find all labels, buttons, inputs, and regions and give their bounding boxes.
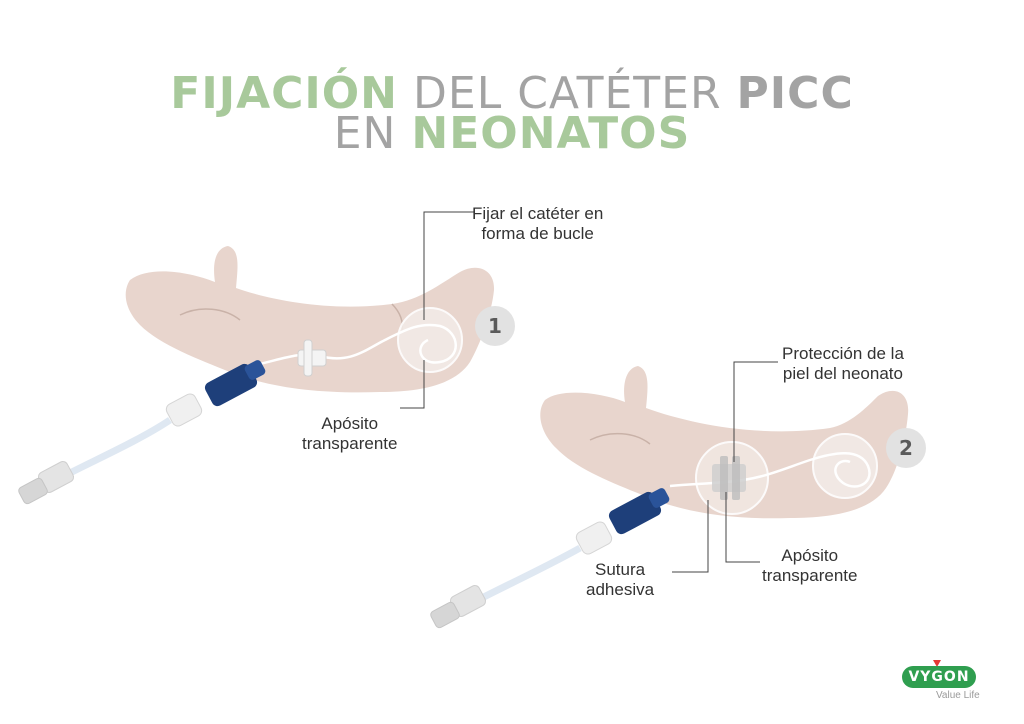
title-word-neonatos: NEONATOS <box>411 108 691 159</box>
title-line-2: EN NEONATOS <box>0 112 1024 156</box>
label-skin-line-1: Protección de la <box>782 344 904 363</box>
title-word-fijacion: FIJACIÓN <box>170 68 399 119</box>
label-loop-fixation: Fijar el catéter en forma de bucle <box>472 204 603 244</box>
label-loop-line-1: Fijar el catéter en <box>472 204 604 223</box>
label-suture-line-2: adhesiva <box>586 580 655 599</box>
label-transparent-dressing-2: Apósito transparente <box>762 546 857 586</box>
label-dressing-2-line-2: transparente <box>762 566 858 585</box>
transparent-dressing-2 <box>812 433 878 499</box>
catheter-wings-1 <box>297 339 327 377</box>
panel-1-illustration <box>18 211 495 505</box>
transparent-dressing-1 <box>397 307 463 373</box>
logo-accent-mark <box>933 660 941 667</box>
label-skin-line-2: piel del neonato <box>782 364 903 383</box>
blue-connector-2 <box>608 488 670 535</box>
panel-2-illustration <box>430 361 909 629</box>
title-line-1: FIJACIÓN DEL CATÉTER PICC <box>0 72 1024 116</box>
title-word-en: EN <box>333 108 397 159</box>
end-cap-1 <box>18 461 75 505</box>
blue-connector-1 <box>204 360 266 407</box>
label-loop-line-2: forma de bucle <box>481 224 594 243</box>
label-suture-line-1: Sutura <box>594 560 646 579</box>
brand-logo: VYGON <box>902 666 976 688</box>
title-word-picc: PICC <box>736 68 854 119</box>
step-badge-1: 1 <box>475 306 515 346</box>
label-dressing-1-line-1: Apósito <box>321 414 379 433</box>
label-dressing-1-line-2: transparente <box>302 434 398 453</box>
label-adhesive-suture: Sutura adhesiva <box>586 560 654 600</box>
title-word-del-cateter: DEL CATÉTER <box>413 68 722 119</box>
label-transparent-dressing-1: Apósito transparente <box>302 414 397 454</box>
brand-tagline: Value Life <box>936 690 980 701</box>
label-skin-protection: Protección de la piel del neonato <box>782 344 904 384</box>
label-dressing-2-line-1: Apósito <box>781 546 839 565</box>
step-badge-2: 2 <box>886 428 926 468</box>
adhesive-suture <box>712 456 746 500</box>
end-cap-2 <box>430 585 487 629</box>
